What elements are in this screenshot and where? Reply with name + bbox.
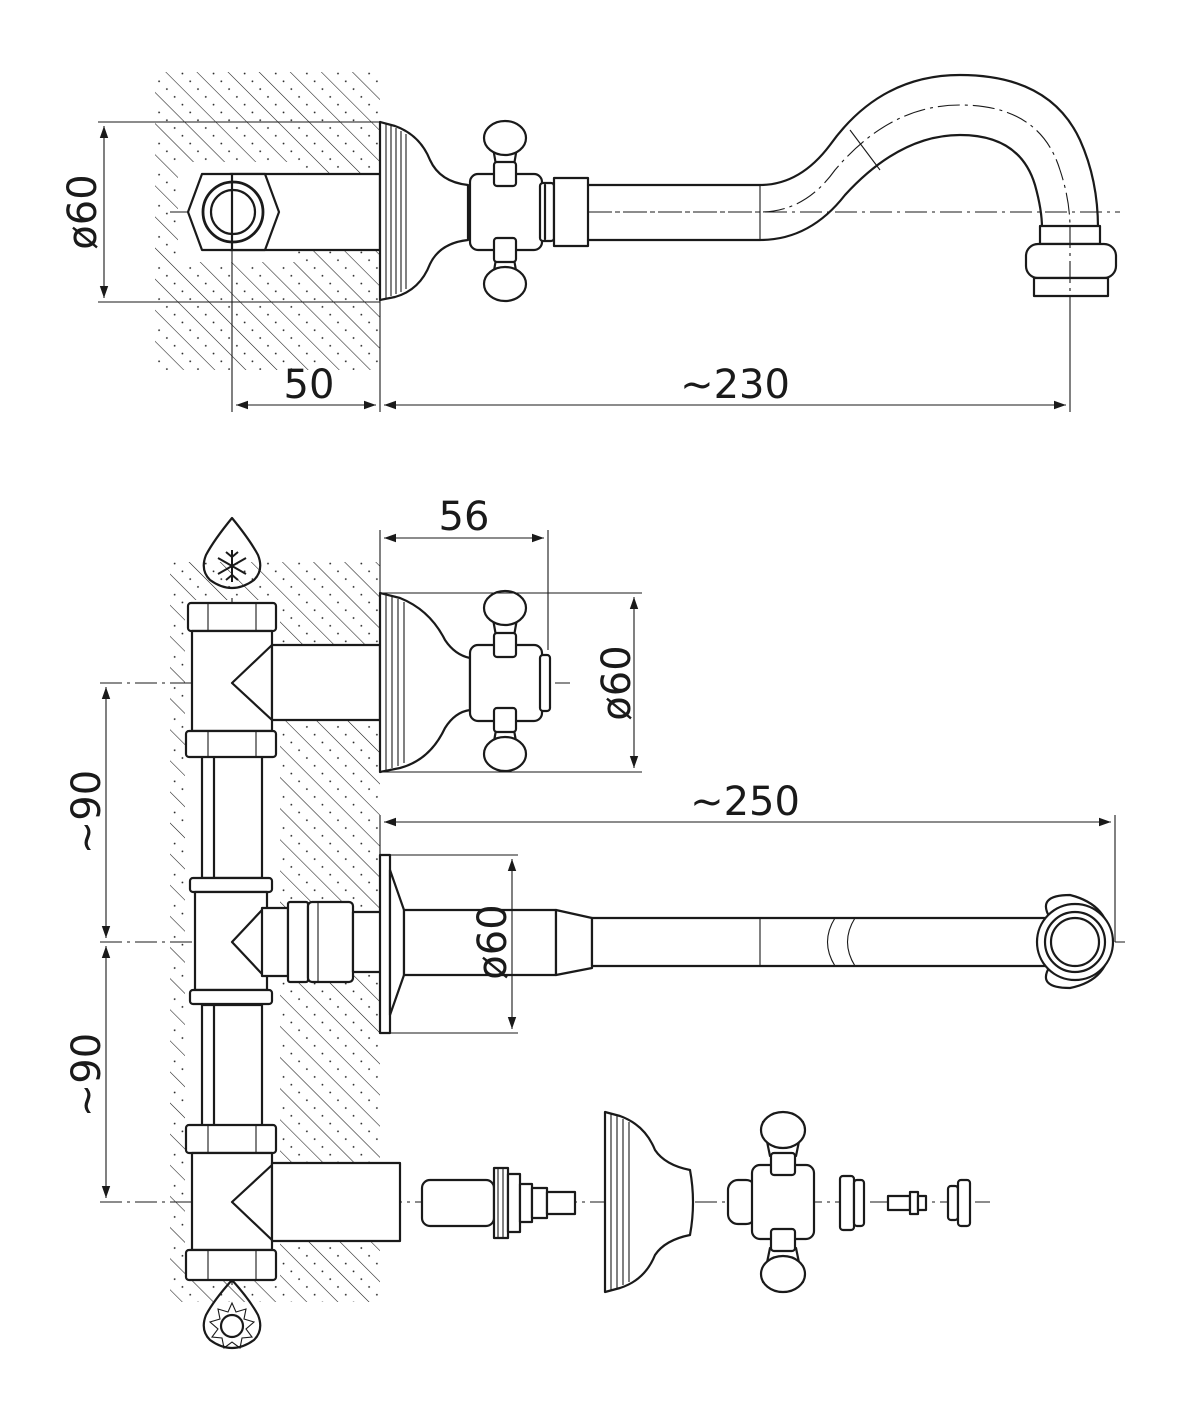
front-flange-diameter-dimension: ø60 [380,854,518,1034]
top-supply-pipe [186,172,382,252]
exploded-screw [886,1190,928,1216]
top-view: ø60 50 ~230 [60,72,1120,412]
exploded-button [946,1178,972,1228]
exploded-cap [838,1174,866,1232]
front-spout-length-dimension: ~250 [379,779,1116,942]
sun-drop-icon [202,1278,262,1350]
top-spout-length-label: ~230 [680,362,790,408]
top-cross-handle [482,119,528,303]
top-length-dimensions: 50 ~230 [231,250,1071,412]
front-flange-diameter-label: ø60 [470,904,516,979]
top-diameter-label: ø60 [60,174,106,249]
exploded-escutcheon [603,1110,695,1294]
top-aerator [1024,224,1118,298]
top-depth-label: 50 [284,362,335,408]
front-handle-diameter-label: ø60 [594,645,640,720]
front-supply-pipe [184,601,402,1282]
exploded-cross-handle [726,1110,816,1294]
top-valve-body [468,172,590,252]
front-handle-depth-dimension: 56 [379,494,549,650]
front-handle-diameter-dimension: ø60 [380,592,642,773]
front-view: 56 ø60 ~250 ø60 ~90 ~90 [64,494,1125,1350]
front-spout [378,853,1115,1035]
front-spacing-upper-label: ~90 [64,770,110,854]
front-upper-valve [378,589,552,774]
front-spacing-dimensions: ~90 ~90 [64,687,111,1198]
snowflake-drop-icon [202,516,262,590]
front-handle-depth-label: 56 [439,494,490,540]
exploded-cartridge [420,1166,577,1240]
top-diameter-dimension: ø60 [60,121,380,303]
top-spout [586,73,1100,242]
top-escutcheon [378,120,470,302]
front-spout-length-label: ~250 [690,779,800,825]
front-spacing-lower-label: ~90 [64,1033,110,1117]
